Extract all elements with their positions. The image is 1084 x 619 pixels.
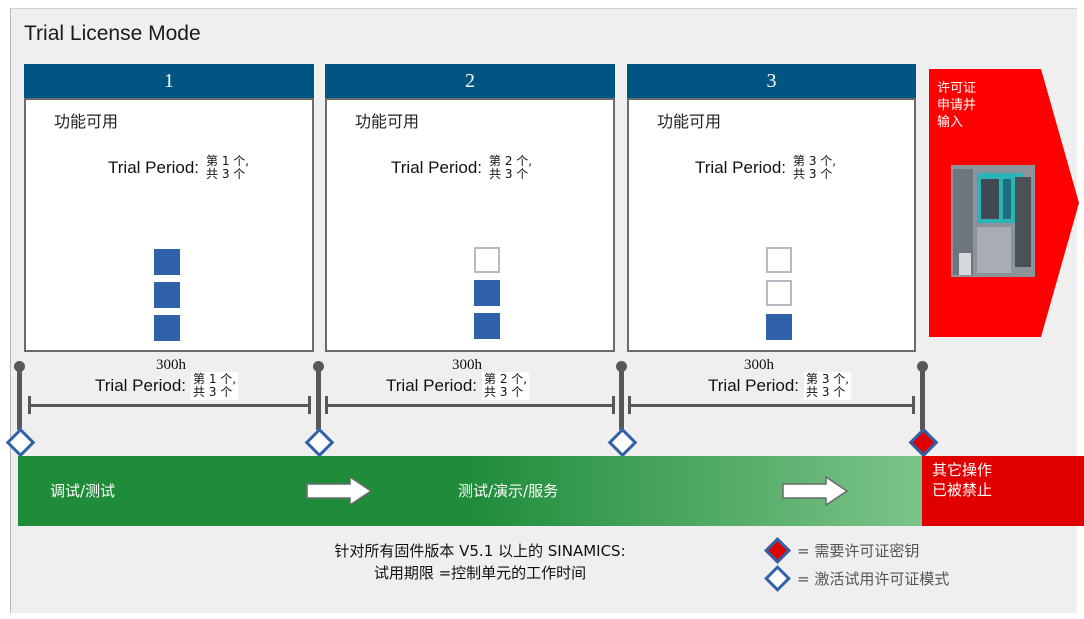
phase-1-feature-label: 功能可用 [54,112,119,131]
phase-2-slot-1 [474,247,500,273]
trial-period-index: 第 2 个, [489,154,533,168]
trial-period-label: Trial Period: [695,158,787,177]
trial-span-cap [612,396,615,414]
trial-period-count: 第 2 个,共 3 个 [487,154,535,182]
legend-activate-trial: = 激活试用许可证模式 [764,565,950,592]
trial-period-total: 共 3 个 [489,167,529,181]
timeline-pole [619,366,624,430]
phase-2-trial-period: Trial Period: 第 2 个,共 3 个 [391,154,535,182]
period-2-hours: 300h [452,357,482,373]
blocked-phase-bar [922,456,1084,526]
trial-period-count: 第 1 个,共 3 个 [204,154,252,182]
trial-period-count: 第 1 个,共 3 个 [191,372,239,400]
timeline-pole [920,366,925,430]
trial-span-1 [28,404,310,407]
trial-period-index: 第 1 个, [206,154,250,168]
diagram-title: Trial License Mode [24,22,201,45]
trial-span-cap [912,396,915,414]
trial-span-cap [325,396,328,414]
firmware-note-line-1: 针对所有固件版本 V5.1 以上的 SINAMICS: [334,542,626,560]
activate-trial-diamond-icon [764,565,791,592]
license-panel-text: 许可证 申请并 输入 [937,80,976,131]
phase-2-header: 2 [325,64,615,98]
trial-period-count: 第 3 个,共 3 个 [791,154,839,182]
trial-span-cap [28,396,31,414]
trial-period-index: 第 3 个, [793,154,837,168]
phase-3-feature-label: 功能可用 [657,112,722,131]
phase-2-feature-label: 功能可用 [355,112,420,131]
trial-span-cap [308,396,311,414]
phase-3-number: 3 [766,69,777,92]
phase-2-box: 功能可用 Trial Period: 第 2 个,共 3 个 [325,98,615,352]
phase-3-slot-2 [766,280,792,306]
phase-2-slot-3 [474,313,500,339]
period-1-trial: Trial Period: 第 1 个,共 3 个 [95,372,239,400]
period-3-trial: Trial Period: 第 3 个,共 3 个 [708,372,852,400]
legend-activate-text: = 激活试用许可证模式 [797,570,950,588]
phase-2-number: 2 [465,69,475,92]
phase-1-slot-2 [154,282,180,308]
trial-period-index: 第 3 个, [806,372,850,386]
legend-required-text: = 需要许可证密钥 [797,542,920,560]
phase-3-trial-period: Trial Period: 第 3 个,共 3 个 [695,154,839,182]
phase-3-slot-3 [766,314,792,340]
trial-period-label: Trial Period: [386,376,478,395]
right-arrow-icon [306,476,372,506]
trial-period-total: 共 3 个 [193,385,233,399]
phase-1-box: 功能可用 Trial Period: 第 1 个,共 3 个 [24,98,314,352]
license-key-required-diamond-icon [764,537,791,564]
trial-period-total: 共 3 个 [806,385,846,399]
trial-period-index: 第 2 个, [484,372,528,386]
license-arrow-panel [929,69,1079,337]
timeline-pole [17,366,22,430]
right-arrow-icon [782,476,848,506]
license-panel-line-3: 输入 [937,115,964,130]
drive-module-icon [951,165,1035,277]
trial-period-total: 共 3 个 [484,385,524,399]
trial-period-count: 第 3 个,共 3 个 [804,372,852,400]
commissioning-label: 调试/测试 [50,482,116,500]
period-1-hours: 300h [156,357,186,373]
firmware-note-line-2: 试用期限 =控制单元的工作时间 [373,564,587,582]
trial-period-label: Trial Period: [108,158,200,177]
trial-period-count: 第 2 个,共 3 个 [482,372,530,400]
usage-phase-bar [18,456,922,526]
trial-period-label: Trial Period: [708,376,800,395]
test-demo-service-label: 测试/演示/服务 [458,482,559,500]
phase-2-slot-2 [474,280,500,306]
phase-3-header: 3 [627,64,916,98]
phase-1-number: 1 [164,69,174,92]
firmware-note: 针对所有固件版本 V5.1 以上的 SINAMICS: 试用期限 =控制单元的工… [260,540,700,584]
phase-1-slot-3 [154,315,180,341]
phase-1-slot-1 [154,249,180,275]
phase-1-header: 1 [24,64,314,98]
blocked-label: 其它操作 已被禁止 [932,460,992,500]
trial-period-label: Trial Period: [391,158,483,177]
phase-3-box: 功能可用 Trial Period: 第 3 个,共 3 个 [627,98,916,352]
trial-span-cap [628,396,631,414]
timeline-pole [316,366,321,430]
license-panel-line-1: 许可证 [937,81,977,96]
legend-license-required: = 需要许可证密钥 [764,537,920,564]
trial-span-2 [325,404,615,407]
trial-period-total: 共 3 个 [206,167,246,181]
period-3-hours: 300h [744,357,774,373]
trial-period-total: 共 3 个 [793,167,833,181]
license-panel-line-2: 申请并 [937,98,977,113]
blocked-label-line-1: 其它操作 [932,461,993,479]
phase-3-slot-1 [766,247,792,273]
trial-period-label: Trial Period: [95,376,187,395]
trial-span-3 [628,404,914,407]
trial-period-index: 第 1 个, [193,372,237,386]
blocked-label-line-2: 已被禁止 [932,481,993,499]
phase-1-trial-period: Trial Period: 第 1 个,共 3 个 [108,154,252,182]
period-2-trial: Trial Period: 第 2 个,共 3 个 [386,372,530,400]
